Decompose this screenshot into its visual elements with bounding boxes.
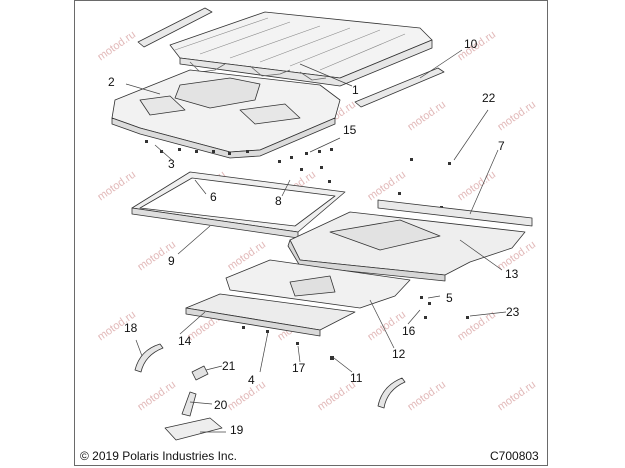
copyright-text: © 2019 Polaris Industries Inc.: [80, 449, 237, 463]
fastener-set-22: [398, 158, 451, 209]
callout-15: 15: [343, 123, 357, 137]
callout-12: 12: [392, 347, 406, 361]
roof-liner: [111, 69, 341, 159]
callout-4: 4: [248, 373, 255, 387]
callout-14: 14: [178, 334, 192, 348]
callout-10: 10: [464, 37, 478, 51]
callout-22: 22: [482, 91, 496, 105]
inner-trim-panel: [225, 259, 411, 309]
mirror-bracket: [181, 391, 197, 417]
side-rail-right: [354, 67, 445, 108]
callout-5: 5: [446, 291, 453, 305]
side-rail-left: [137, 7, 213, 48]
callout-3: 3: [168, 157, 175, 171]
callout-18: 18: [124, 321, 138, 335]
rear-bracket: [377, 199, 533, 227]
fastener-set-lower: [242, 296, 469, 360]
fastener-set-15: [278, 148, 333, 183]
grab-handle-left: [134, 343, 164, 373]
callout-20: 20: [214, 398, 228, 412]
callout-17: 17: [292, 361, 306, 375]
callout-2: 2: [108, 75, 115, 89]
mirror-clip: [191, 365, 209, 381]
grab-handle-right: [377, 377, 406, 409]
callout-1: 1: [352, 83, 359, 97]
diagram-code: C700803: [490, 449, 539, 463]
leader-lines: [125, 49, 507, 433]
rear-view-mirror: [164, 417, 223, 441]
callout-9: 9: [168, 254, 175, 268]
callout-7: 7: [498, 139, 505, 153]
callout-23: 23: [506, 305, 520, 319]
callout-19: 19: [230, 423, 244, 437]
front-frame-bar: [185, 293, 356, 337]
callout-13: 13: [505, 267, 519, 281]
callout-11: 11: [350, 371, 363, 385]
headliner-panel: [287, 211, 526, 282]
roof-top-panel: [169, 11, 433, 87]
callout-21: 21: [222, 359, 236, 373]
seal-frame: [131, 171, 346, 239]
fastener-set-3: [145, 140, 249, 155]
callout-6: 6: [210, 190, 217, 204]
callout-16: 16: [402, 324, 416, 338]
callout-8: 8: [275, 194, 282, 208]
